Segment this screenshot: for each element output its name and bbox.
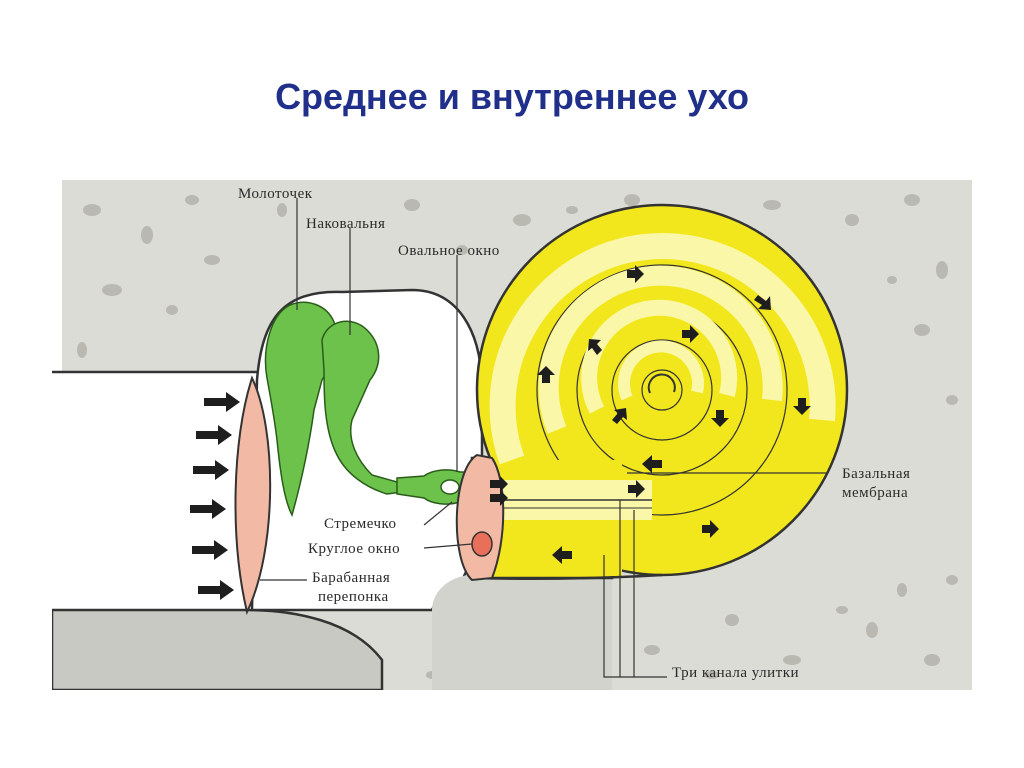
- label-basilar-line1: Базальная: [842, 466, 910, 482]
- sound-wave-arrow-icon: [192, 540, 228, 560]
- eardrum: [234, 375, 272, 615]
- fluid-flow-arrow-icon: [682, 325, 699, 343]
- sound-wave-arrow-icon: [204, 392, 240, 412]
- malleus: [264, 301, 338, 517]
- oval-window-membrane: [455, 453, 505, 582]
- label-malleus: Молоточек: [238, 186, 313, 202]
- ear-diagram: Молоточек Наковальня Овальное окно Стрем…: [52, 180, 972, 690]
- fluid-flow-arrow-icon: [490, 490, 508, 506]
- sound-wave-arrow-icon: [198, 580, 234, 600]
- fluid-flow-arrows: [490, 265, 811, 564]
- sound-wave-arrow-icon: [193, 460, 229, 480]
- label-basilar-line2: мембрана: [842, 485, 908, 501]
- fluid-flow-arrow-icon: [711, 410, 729, 427]
- fluid-flow-arrow-icon: [793, 398, 811, 415]
- leader-lines: [260, 198, 827, 678]
- incus: [321, 320, 404, 495]
- fluid-flow-arrow-icon: [588, 339, 602, 355]
- label-cochlea-channels: Три канала улитки: [672, 665, 799, 681]
- fluid-flow-arrow-icon: [754, 295, 771, 310]
- round-window: [471, 531, 493, 557]
- fluid-flow-arrow-icon: [490, 476, 508, 492]
- sound-wave-arrows: [190, 392, 240, 600]
- sound-wave-arrow-icon: [190, 499, 226, 519]
- label-round-window: Круглое окно: [308, 541, 400, 557]
- fluid-flow-arrow-icon: [628, 480, 645, 498]
- label-eardrum-line1: Барабанная: [312, 570, 390, 586]
- fluid-flow-arrow-icon: [702, 520, 719, 538]
- slide-title: Среднее и внутреннее ухо: [275, 76, 749, 117]
- label-eardrum-line2: перепонка: [318, 589, 389, 605]
- fluid-flow-arrow-icon: [627, 265, 644, 283]
- ear-diagram-canvas: Молоточек Наковальня Овальное окно Стрем…: [52, 180, 972, 690]
- fluid-flow-arrow-icon: [552, 546, 572, 564]
- fluid-flow-arrow-icon: [537, 366, 555, 383]
- label-stapes: Стремечко: [324, 516, 397, 532]
- cochlea-bone-floor: [432, 575, 612, 690]
- fluid-flow-arrow-icon: [612, 408, 627, 424]
- label-incus: Наковальня: [306, 216, 385, 232]
- sound-wave-arrow-icon: [196, 425, 232, 445]
- cochlea-spiral: [475, 203, 849, 577]
- label-oval-window: Овальное окно: [398, 243, 500, 259]
- fluid-flow-arrow-icon: [642, 455, 662, 473]
